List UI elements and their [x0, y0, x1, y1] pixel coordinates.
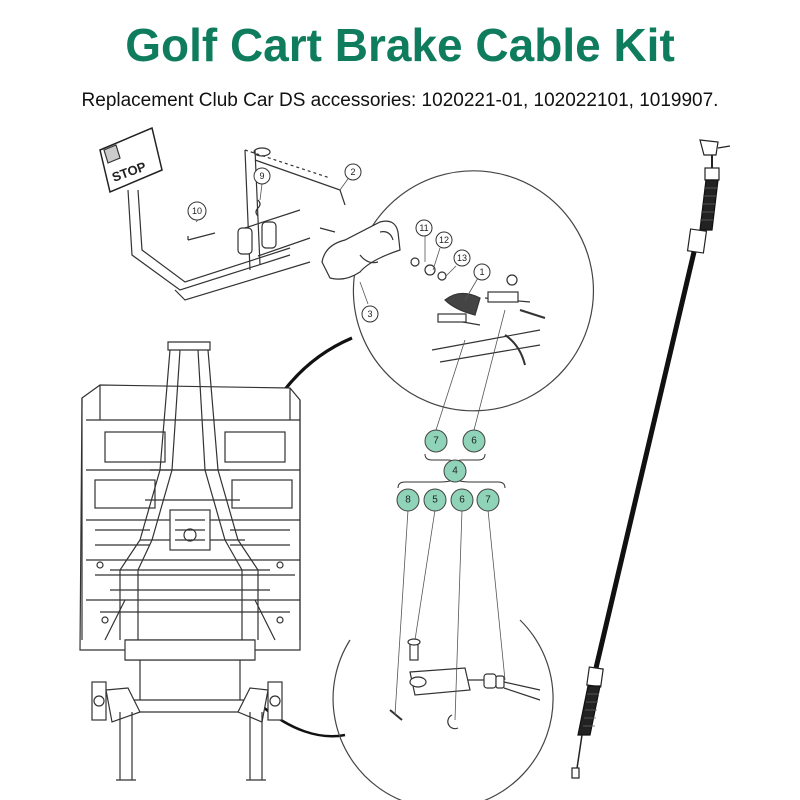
callout-9: 9 — [253, 167, 271, 185]
group-top-6: 6 — [462, 429, 486, 453]
callout-number-label: 7 — [485, 495, 491, 506]
callout-number-label: 9 — [259, 171, 264, 181]
callout-number-label: 13 — [457, 253, 467, 263]
group-bottom-5: 5 — [423, 488, 447, 512]
callout-2: 2 — [344, 163, 362, 181]
kit-group-callouts: 7 6 4 8 5 6 7 — [396, 429, 500, 512]
callout-3: 3 — [361, 305, 379, 323]
callout-number-label: 1 — [479, 267, 484, 277]
callout-number-label: 5 — [432, 495, 438, 506]
callout-number-label: 2 — [350, 167, 355, 177]
leader-lines — [195, 175, 506, 721]
callout-numbers: 1 2 3 9 10 11 12 13 — [187, 163, 491, 323]
group-top-7: 7 — [424, 429, 448, 453]
page-subtitle: Replacement Club Car DS accessories: 102… — [81, 90, 719, 111]
group-middle-4: 4 — [443, 459, 467, 483]
callout-11: 11 — [415, 219, 433, 237]
page-title: Golf Cart Brake Cable Kit — [125, 19, 675, 71]
brake-pedal-assembly: STOP — [99, 126, 346, 301]
callout-number-label: 8 — [405, 495, 411, 506]
group-bottom-8: 8 — [396, 488, 420, 512]
callout-number-label: 10 — [192, 206, 202, 216]
callout-number-label: 3 — [367, 309, 372, 319]
callout-number-label: 7 — [433, 436, 439, 447]
upper-detail-circle — [321, 170, 595, 412]
callout-1: 1 — [473, 263, 491, 281]
cart-frame — [79, 341, 301, 781]
callout-number-label: 4 — [452, 466, 458, 477]
callout-13: 13 — [453, 249, 471, 267]
brake-cable-product — [571, 139, 731, 779]
lower-detail-circle — [332, 619, 554, 800]
callout-10: 10 — [187, 201, 207, 221]
callout-12: 12 — [435, 231, 453, 249]
callout-number-label: 12 — [439, 235, 449, 245]
group-bottom-7: 7 — [476, 488, 500, 512]
group-bottom-6: 6 — [450, 488, 474, 512]
callout-number-label: 6 — [459, 495, 465, 506]
callout-number-label: 11 — [419, 223, 428, 233]
callout-number-label: 6 — [471, 436, 477, 447]
